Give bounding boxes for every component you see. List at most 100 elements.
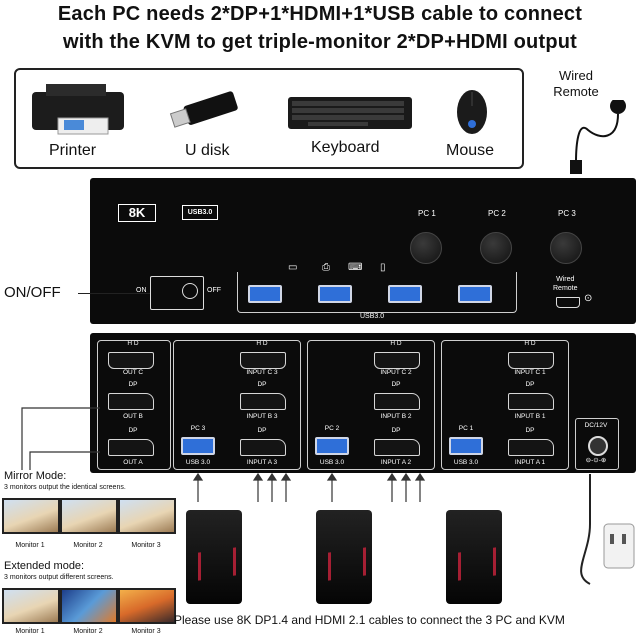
dc-power-port[interactable] <box>588 436 608 456</box>
monitor-icon: ▭ <box>288 262 298 273</box>
extended-monitor-2 <box>60 588 118 624</box>
pc1-input-c-port[interactable] <box>508 352 554 369</box>
out-a-dp-port[interactable] <box>108 439 154 456</box>
out-hd-label: H D <box>127 340 139 347</box>
pc2-input-a-label: INPUT A 2 <box>380 459 412 466</box>
keyboard-icon <box>288 95 412 131</box>
pc1-usb-port[interactable] <box>449 437 483 455</box>
power-adapter-icon <box>580 474 635 585</box>
output-frame <box>97 340 171 470</box>
pc2-input-b-label: INPUT B 2 <box>380 413 412 420</box>
pc2-usb-port[interactable] <box>315 437 349 455</box>
pc3-usb-port[interactable] <box>181 437 215 455</box>
pc3-select-button[interactable] <box>550 232 582 264</box>
pc1-label: PC 1 <box>418 209 436 218</box>
dc-label: DC/12V <box>584 422 608 429</box>
wired-remote-icon <box>540 98 640 180</box>
dc-polarity-icon: ⊖-⊙-⊕ <box>585 457 607 464</box>
mirror-monitor-1 <box>2 498 60 534</box>
pc3-label: PC 3 <box>190 425 206 432</box>
headline-line1: Each PC needs 2*DP+1*HDMI+1*USB cable to… <box>57 3 583 25</box>
keyboard-label: Keyboard <box>311 139 380 156</box>
peripherals-box <box>14 68 524 169</box>
pc3-input-a-port[interactable] <box>240 439 286 456</box>
mouse-label: Mouse <box>446 142 495 159</box>
front-usb-port-3[interactable] <box>388 285 422 303</box>
pc1-a-dp-label: DP <box>525 427 535 434</box>
remote-port-label: Wired Remote <box>553 276 578 292</box>
pc1-usb-label: USB 3.0 <box>453 459 479 466</box>
front-usb-port-1[interactable] <box>248 285 282 303</box>
power-switch-rocker <box>182 283 198 299</box>
power-switch[interactable] <box>150 276 204 310</box>
headline-line2: with the KVM to get triple-monitor 2*DP+… <box>62 31 578 53</box>
front-usb-port-2[interactable] <box>318 285 352 303</box>
mouse-icon <box>452 84 492 136</box>
pc3-b-dp-label: DP <box>257 381 267 388</box>
dc-frame <box>575 418 619 470</box>
pc3-input-c-label: INPUT C 3 <box>246 369 278 376</box>
front-usb-frame <box>237 272 517 313</box>
badge-8k: 8K <box>118 204 156 222</box>
mirror-mode-desc: 3 monitors output the identical screens. <box>4 484 126 491</box>
out-c-hdmi-port[interactable] <box>108 352 154 369</box>
pc1-hd-label: H D <box>524 340 536 347</box>
out-a-dp-label: DP <box>128 427 138 434</box>
extended-monitor-2-label: Monitor 2 <box>73 628 103 635</box>
pc2-input-c-label: INPUT C 2 <box>380 369 412 376</box>
pc1-select-button[interactable] <box>410 232 442 264</box>
pc2-label: PC 2 <box>324 425 340 432</box>
pc2-hd-label: H D <box>390 340 402 347</box>
out-b-dp-label: DP <box>128 381 138 388</box>
pc1-input-b-port[interactable] <box>508 393 554 410</box>
pc2-usb-label: USB 3.0 <box>319 459 345 466</box>
pc1-input-c-label: INPUT C 1 <box>514 369 546 376</box>
pc3-a-dp-label: DP <box>257 427 267 434</box>
switch-on-label: ON <box>136 287 147 294</box>
pc3-label: PC 3 <box>558 209 576 218</box>
pc3-input-frame <box>173 340 301 470</box>
pc3-input-b-port[interactable] <box>240 393 286 410</box>
pc1-input-a-port[interactable] <box>508 439 554 456</box>
extended-monitor-3 <box>118 588 176 624</box>
pc2-a-dp-label: DP <box>391 427 401 434</box>
pc2-input-c-port[interactable] <box>374 352 420 369</box>
on-off-pointer <box>78 293 150 294</box>
pc2-select-button[interactable] <box>480 232 512 264</box>
remote-port[interactable] <box>556 297 580 308</box>
mirror-mode-title: Mirror Mode: <box>4 470 67 482</box>
printer-port-icon: ⎙ <box>322 262 330 273</box>
pc3-usb-label: USB 3.0 <box>185 459 211 466</box>
udisk-label: U disk <box>185 142 230 159</box>
pc3-hd-label: H D <box>256 340 268 347</box>
pc2-input-a-port[interactable] <box>374 439 420 456</box>
pc1-label: PC 1 <box>458 425 474 432</box>
front-usb-port-4[interactable] <box>458 285 492 303</box>
remote-symbol-icon: ⊙ <box>584 293 593 304</box>
extended-monitor-1 <box>2 588 60 624</box>
mirror-monitor-2 <box>60 498 118 534</box>
pc2-input-b-port[interactable] <box>374 393 420 410</box>
pc2-tower-icon <box>316 510 372 604</box>
mirror-monitor-2-label: Monitor 2 <box>73 542 103 549</box>
printer-label: Printer <box>49 142 97 159</box>
pc1-input-frame <box>441 340 569 470</box>
pc2-input-frame <box>307 340 435 470</box>
extended-mode-title: Extended mode: <box>4 560 85 572</box>
keyboard-port-icon: ⌨ <box>348 262 363 273</box>
out-a-label: OUT A <box>123 459 143 466</box>
pc2-label: PC 2 <box>488 209 506 218</box>
pc3-input-b-label: INPUT B 3 <box>246 413 278 420</box>
kvm-front-panel <box>90 178 636 324</box>
usb-drive-icon <box>165 90 245 130</box>
out-b-dp-port[interactable] <box>108 393 154 410</box>
pc3-input-c-port[interactable] <box>240 352 286 369</box>
footer-note: Please use 8K DP1.4 and HDMI 2.1 cables … <box>174 613 565 627</box>
front-usb-label: USB3.0 <box>360 313 385 320</box>
pc1-tower-icon <box>446 510 502 604</box>
pc2-b-dp-label: DP <box>391 381 401 388</box>
mirror-monitor-3-label: Monitor 3 <box>131 542 161 549</box>
mirror-monitor-1-label: Monitor 1 <box>15 542 45 549</box>
input-cable-arrows <box>192 472 426 502</box>
extended-mode-desc: 3 monitors output different screens. <box>4 574 114 581</box>
